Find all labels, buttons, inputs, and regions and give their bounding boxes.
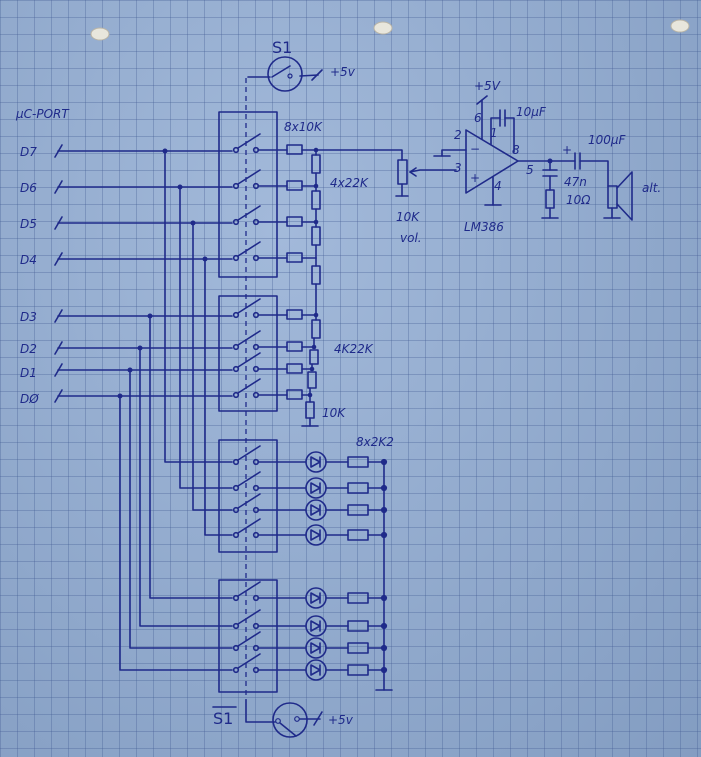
resistor <box>347 482 369 494</box>
pin-label: D1 <box>20 366 37 380</box>
led-icon <box>305 637 327 659</box>
coupling-cap-label: 100µF <box>588 133 627 147</box>
resistor <box>347 504 369 516</box>
led-row <box>257 587 388 609</box>
zobel-res-label: 10Ω <box>566 193 591 207</box>
series-resistor-label: 8x10K <box>284 120 323 134</box>
shunt-resistor-label-top: 4x22K <box>330 176 369 190</box>
switch-contacts <box>232 133 261 674</box>
s1-label: S1 <box>272 38 292 57</box>
pin-label: D7 <box>20 145 37 159</box>
pin-label: D2 <box>20 342 37 356</box>
pin-label: DØ <box>20 392 39 406</box>
switch-s1-top: S1 +5v <box>247 38 356 92</box>
port-label: µC-PORT <box>15 107 70 121</box>
resistor <box>347 592 369 604</box>
led-row <box>257 659 388 681</box>
punch-hole <box>670 19 690 33</box>
resistor <box>347 620 369 632</box>
pin-8: 8 <box>512 143 520 157</box>
resistor-ladder: 8x10K 4x22K 4K22K 10K <box>257 120 457 427</box>
pin-label: D3 <box>20 310 37 324</box>
pin-4: 4 <box>494 179 502 193</box>
s1-bar-supply-label: +5v <box>328 713 354 727</box>
led-icon <box>305 659 327 681</box>
cap-polarity: + <box>562 143 572 157</box>
shunt-resistor-label-bottom: 4K22K <box>334 342 374 356</box>
speaker-label: alt. <box>642 181 661 195</box>
inv-sign: − <box>470 142 480 156</box>
pin-6: 6 <box>474 111 482 125</box>
switch-s1-bottom: S1 +5v <box>212 699 354 738</box>
ic-label: LM386 <box>464 220 504 234</box>
port-pins: D7 D6 D5 D4 D3 D2 D1 DØ <box>20 145 39 406</box>
amplifier-lm386: − + 2 3 6 1 8 4 5 LM386 +5V 10µF + 100µF… <box>433 79 661 234</box>
pin-5: 5 <box>526 163 534 177</box>
s1-bar-label: S1 <box>213 709 233 728</box>
switch-blocks <box>218 111 278 693</box>
pin-label: D6 <box>20 181 37 195</box>
pin-1: 1 <box>490 126 498 140</box>
led-icon <box>305 499 327 521</box>
led-bank: 8x2K2 <box>257 435 394 691</box>
pin-label: D4 <box>20 253 37 267</box>
noninv-sign: + <box>470 171 480 185</box>
resistor <box>347 456 369 468</box>
pin-2: 2 <box>454 128 462 142</box>
punch-hole <box>90 27 110 41</box>
led-icon <box>305 587 327 609</box>
led-icon <box>305 477 327 499</box>
led-row <box>257 451 388 473</box>
led-icon <box>305 524 327 546</box>
port-wires <box>54 144 233 671</box>
gain-cap-label: 10µF <box>516 105 547 119</box>
pin-3: 3 <box>454 161 462 175</box>
led-resistor-label: 8x2K2 <box>356 435 394 449</box>
led-row <box>257 615 388 637</box>
pot-label: vol. <box>400 231 422 245</box>
led-row <box>257 637 388 659</box>
punch-hole <box>373 21 393 35</box>
amp-supply-label: +5V <box>474 79 501 93</box>
led-row <box>257 524 388 546</box>
s1-supply-label: +5v <box>330 65 356 79</box>
ground-resistor-label: 10K <box>322 406 346 420</box>
zobel-cap-label: 47n <box>564 175 587 189</box>
led-row <box>257 477 388 499</box>
pot-value-label: 10K <box>396 210 420 224</box>
led-icon <box>305 615 327 637</box>
pin-label: D5 <box>20 217 37 231</box>
led-icon <box>305 451 327 473</box>
resistor <box>347 529 369 541</box>
resistor <box>347 664 369 676</box>
junction-dots <box>117 148 208 399</box>
resistor <box>347 642 369 654</box>
